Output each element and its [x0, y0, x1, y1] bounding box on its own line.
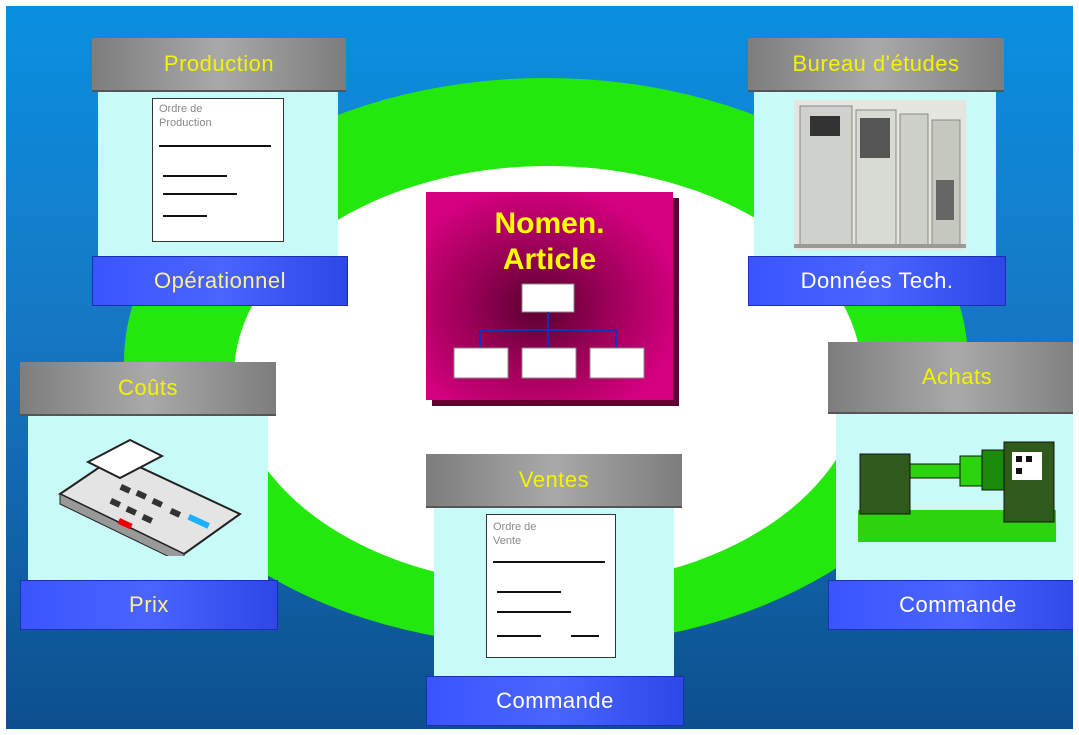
doc-label-line1: Ordre de — [493, 521, 537, 533]
order-document-icon: Ordre de Production — [152, 98, 284, 242]
machine-tool-icon — [858, 441, 1056, 542]
card-footer: Commande — [426, 676, 684, 726]
order-document-icon: Ordre de Vente — [486, 514, 616, 658]
plc-controller-icon — [794, 100, 966, 250]
card-header: Achats — [828, 342, 1073, 414]
card-header: Ventes — [426, 454, 682, 508]
center-title-line1: Nomen. — [494, 207, 605, 240]
card-footer: Commande — [828, 580, 1073, 630]
center-title-line2: Article — [502, 243, 597, 276]
doc-label-line2: Vente — [493, 535, 522, 547]
card-header: Production — [92, 38, 346, 92]
org-tree-icon — [453, 283, 645, 379]
card-header: Coûts — [20, 362, 276, 416]
card-footer: Prix — [20, 580, 278, 630]
card-header: Bureau d'études — [748, 38, 1004, 92]
center-node-nomenclature: Nomen. Article — [426, 192, 673, 400]
card-footer: Opérationnel — [92, 256, 348, 306]
doc-label-line1: Ordre de — [159, 103, 203, 115]
doc-label-line2: Production — [159, 117, 212, 129]
calculator-icon — [58, 438, 242, 556]
card-footer: Données Tech. — [748, 256, 1006, 306]
